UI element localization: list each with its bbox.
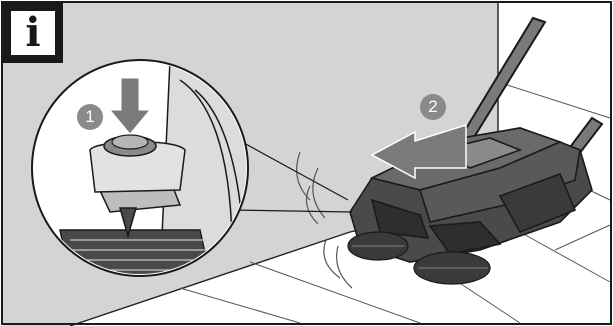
dust-swirls (296, 151, 353, 289)
step-2-marker: 2 (420, 94, 446, 120)
push-direction-arrow (370, 123, 467, 180)
info-badge: i (3, 3, 63, 63)
step-1-marker: 1 (77, 104, 103, 130)
info-icon: i (11, 11, 55, 55)
press-arrow (108, 77, 152, 135)
